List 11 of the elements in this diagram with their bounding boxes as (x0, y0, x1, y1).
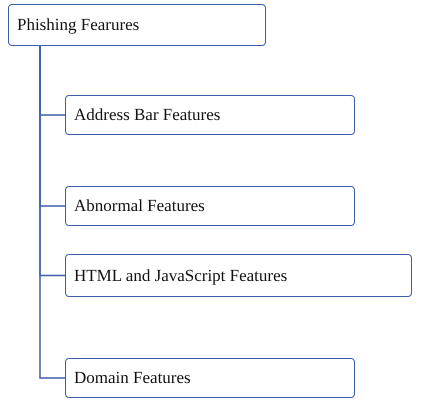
category-box (65, 186, 355, 226)
category-box (65, 95, 355, 135)
category-label: HTML and JavaScript Features (74, 266, 288, 286)
category-label: Domain Features (74, 368, 191, 388)
category-box (65, 358, 355, 398)
connector-line (39, 46, 65, 379)
category-box (8, 4, 266, 46)
category-label: Abnormal Features (74, 196, 205, 216)
category-label: Phishing Fearures (17, 15, 140, 35)
category-box (65, 254, 412, 297)
category-label: Address Bar Features (74, 105, 220, 125)
